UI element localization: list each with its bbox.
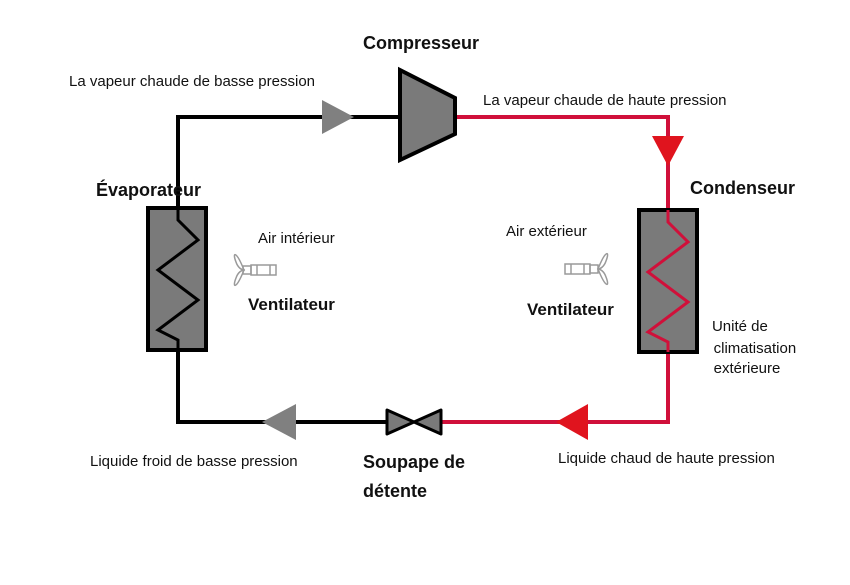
flow-arrow-low-bottom	[262, 404, 296, 440]
outdoor-unit-line-2: climatisation	[714, 340, 797, 357]
flow-arrow-high-right	[652, 136, 684, 166]
cold-liquid-label: Liquide froid de basse pression	[90, 453, 298, 470]
condenser	[637, 208, 699, 354]
fan-left-icon	[233, 254, 277, 286]
expansion-valve-line-1: Soupape de	[363, 452, 465, 472]
low-pressure-piping	[176, 115, 400, 424]
outdoor-unit-line-3: extérieure	[714, 360, 781, 377]
hot-liquid-label: Liquide chaud de haute pression	[558, 450, 775, 467]
high-pressure-piping	[441, 115, 670, 424]
evaporator	[146, 206, 208, 352]
outdoor-unit-label: Unité de climatisation extérieure	[712, 318, 800, 377]
expansion-valve-line-2: détente	[363, 481, 427, 501]
low-pressure-vapor-label: La vapeur chaude de basse pression	[69, 73, 315, 90]
outdoor-air-label: Air extérieur	[506, 223, 587, 240]
high-pressure-vapor-label: La vapeur chaude de haute pression	[483, 92, 727, 109]
indoor-air-label: Air intérieur	[258, 230, 335, 247]
fan-left-label: Ventilateur	[248, 295, 335, 314]
flow-arrow-low-top	[322, 100, 354, 134]
compressor	[398, 66, 457, 164]
fan-right-label: Ventilateur	[527, 300, 614, 319]
condenser-label: Condenseur	[690, 178, 795, 198]
evaporator-label: Évaporateur	[96, 179, 201, 200]
compressor-label: Compresseur	[363, 33, 479, 53]
expansion-valve	[385, 408, 443, 436]
flow-arrow-high-bottom	[556, 404, 588, 440]
fan-right-icon	[564, 253, 609, 285]
expansion-valve-label: Soupape de détente	[363, 452, 470, 501]
outdoor-unit-line-1: Unité de	[712, 318, 768, 335]
